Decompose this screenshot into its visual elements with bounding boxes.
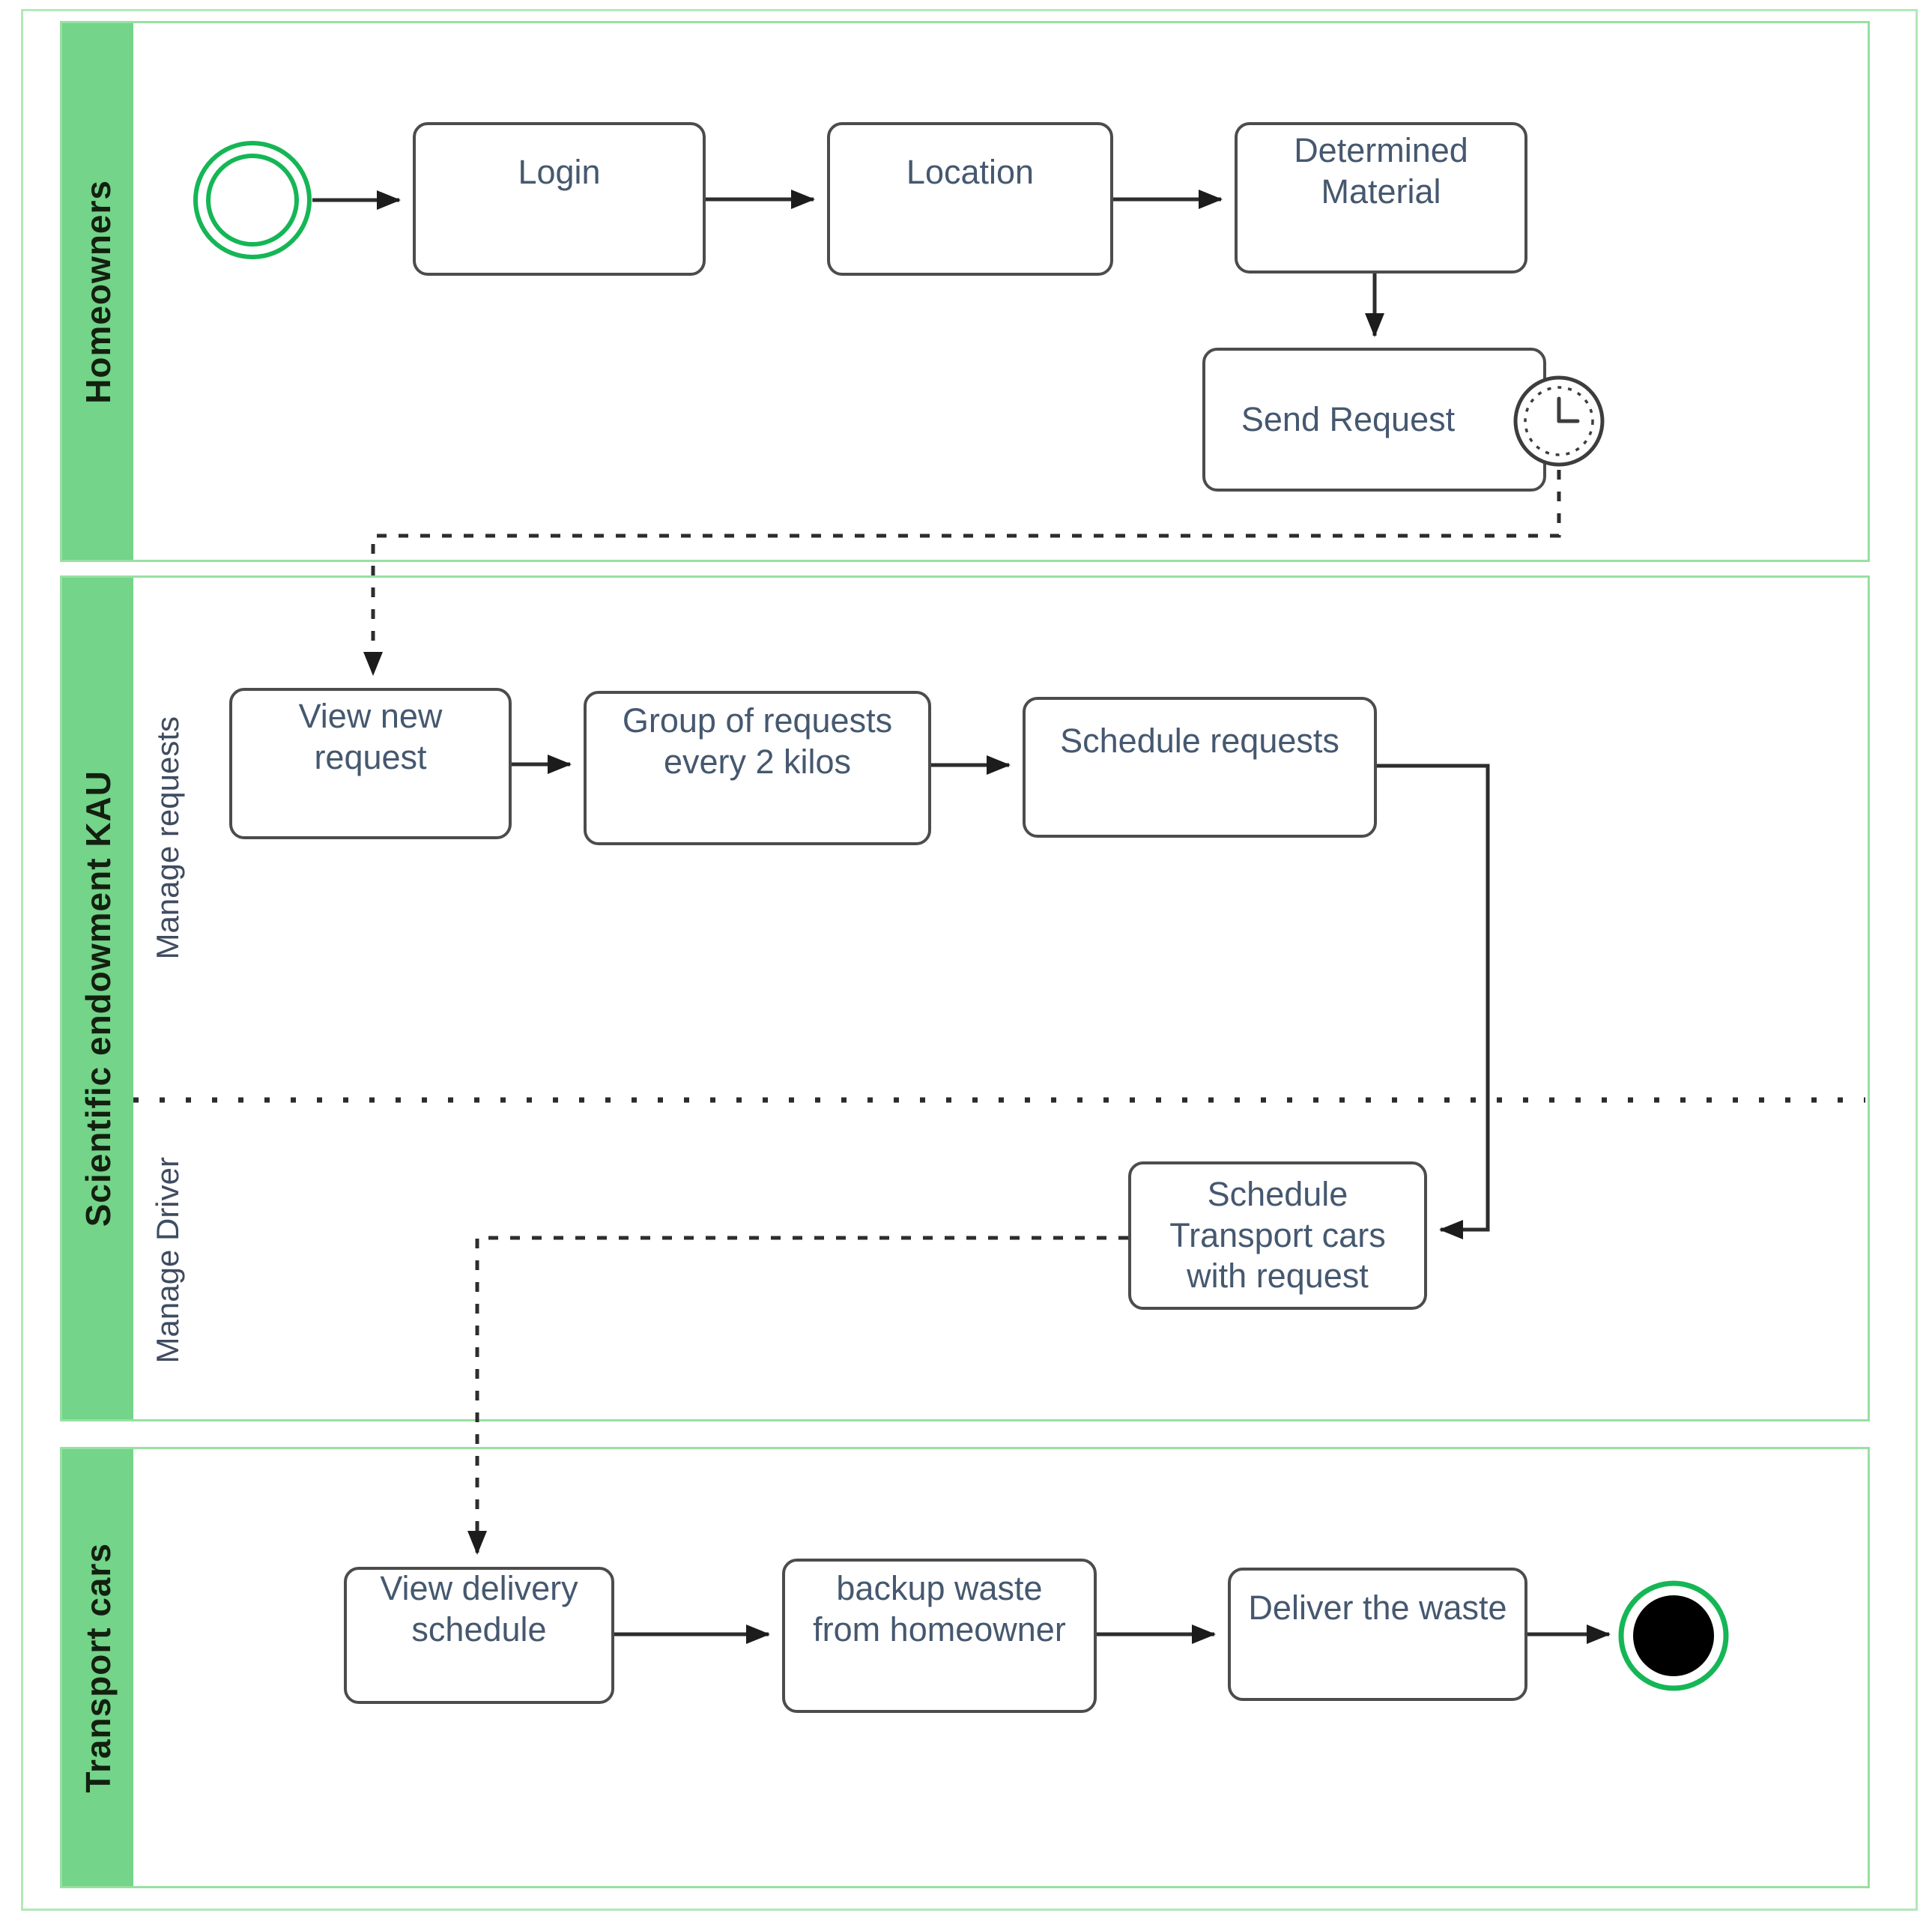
task-schedule-requests[interactable]: Schedule requests	[1023, 697, 1377, 838]
task-view-delivery-schedule[interactable]: View delivery schedule	[344, 1567, 614, 1704]
sublane-label-manage-driver: Manage Driver	[150, 1157, 185, 1364]
sublane-manage-requests: Manage requests	[147, 710, 189, 965]
task-login[interactable]: Login	[413, 122, 706, 276]
task-view-new-request[interactable]: View new request	[229, 688, 512, 839]
task-send-request[interactable]: Send Request	[1202, 348, 1546, 492]
lane-homeowners: Homeowners	[60, 21, 1870, 562]
task-deliver-the-waste[interactable]: Deliver the waste	[1228, 1568, 1527, 1701]
task-location[interactable]: Location	[827, 122, 1113, 276]
task-schedule-transport-cars[interactable]: Schedule Transport cars with request	[1128, 1161, 1427, 1310]
lane-label-homeowners: Homeowners	[78, 179, 118, 404]
lane-header-transport-cars[interactable]: Transport cars	[62, 1449, 133, 1886]
sublane-manage-driver: Manage Driver	[147, 1148, 189, 1373]
lane-label-transport-cars: Transport cars	[78, 1542, 118, 1793]
lane-header-homeowners[interactable]: Homeowners	[62, 23, 133, 560]
task-group-of-requests[interactable]: Group of requests every 2 kilos	[584, 691, 931, 845]
sublane-label-manage-requests: Manage requests	[150, 716, 185, 960]
task-backup-waste[interactable]: backup waste from homeowner	[782, 1559, 1097, 1713]
lane-label-kau: Scientific endowment KAU	[78, 770, 118, 1227]
task-determined-material[interactable]: Determined Material	[1235, 122, 1527, 274]
pool-boundary	[21, 9, 1918, 1911]
lane-header-kau[interactable]: Scientific endowment KAU	[62, 578, 133, 1419]
